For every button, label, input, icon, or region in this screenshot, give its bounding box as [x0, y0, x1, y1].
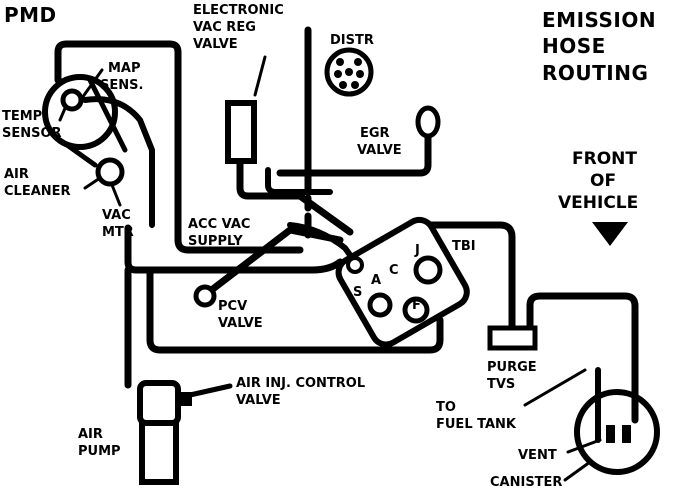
hose-purge-to-canister [526, 292, 639, 424]
egr-valve-icon [415, 105, 441, 139]
hose-air-cleaner-loop [124, 224, 174, 274]
label-vacmtr-1: VAC [102, 208, 131, 223]
label-port-f: F [412, 298, 421, 313]
label-temp-2: SENSOR [2, 126, 62, 141]
distributor-icon [324, 47, 374, 97]
air-cleaner-assembly [42, 74, 128, 187]
hose-sensor-to-vacmtr [82, 96, 155, 228]
label-aircleaner-1: AIR [4, 167, 29, 182]
label-egr-1: EGR [360, 126, 390, 141]
label-vacreg-3: VALVE [193, 37, 238, 52]
hose-egr [276, 126, 432, 177]
front-arrow-icon [592, 222, 628, 246]
label-port-c: C [389, 263, 399, 278]
hoses [54, 26, 639, 443]
canister-icon [574, 389, 660, 475]
label-fueltank-2: FUEL TANK [436, 417, 517, 432]
title-pmd: PMD [4, 3, 57, 27]
label-distr: DISTR [330, 33, 374, 48]
air-cleaner-icon [42, 74, 118, 150]
temp-sensor-icon [60, 88, 84, 112]
front-line2: OF [590, 171, 616, 191]
label-accvac-2: SUPPLY [188, 234, 243, 249]
hose-air-pump-loop [124, 258, 344, 389]
label-accvac-1: ACC VAC [188, 217, 250, 232]
tbi-port-j-icon [413, 255, 443, 285]
hose-vacreg-to-tbi [236, 156, 354, 236]
label-aircleaner-2: CLEANER [4, 184, 71, 199]
leader-lines [58, 55, 602, 482]
air-cleaner-snorkel [57, 77, 128, 168]
label-egr-2: VALVE [357, 143, 402, 158]
label-vacmtr-2: MTR [102, 225, 134, 240]
label-pcv-1: PCV [218, 299, 247, 314]
vac-mtr-icon [95, 157, 125, 187]
pcv-valve-icon [193, 284, 217, 308]
hose-map-line [54, 40, 304, 254]
label-pcv-2: VALVE [218, 316, 263, 331]
label-tbi: TBI [452, 239, 476, 254]
air-pump-icon [137, 380, 192, 485]
label-vent: VENT [518, 448, 557, 463]
label-map-2: SENS. [100, 78, 143, 93]
label-temp-1: TEMP [2, 109, 42, 124]
tbi-port-f-icon [402, 296, 430, 324]
hose-pcv [201, 226, 344, 299]
label-canister: CANISTER [490, 475, 562, 490]
hose-tbi-to-purge [416, 221, 516, 334]
front-line1: FRONT [572, 149, 637, 169]
hose-main-loop [146, 266, 444, 354]
label-fueltank-1: TO [436, 400, 456, 415]
label-purge-2: TVS [487, 377, 515, 392]
heading-routing: ROUTING [542, 61, 648, 85]
front-line3: VEHICLE [558, 193, 638, 213]
label-port-s: S [353, 285, 362, 300]
label-airpump-2: PUMP [78, 444, 121, 459]
purge-tvs-icon [487, 325, 538, 351]
tbi-icon [335, 216, 470, 348]
heading-emission: EMISSION [542, 8, 656, 32]
label-airinj-1: AIR INJ. CONTROL [236, 376, 365, 391]
label-vacreg-1: ELECTRONIC [193, 3, 284, 18]
label-airinj-2: VALVE [236, 393, 281, 408]
label-purge-1: PURGE [487, 360, 537, 375]
label-airpump-1: AIR [78, 427, 103, 442]
heading-hose: HOSE [542, 34, 606, 58]
vac-reg-valve-icon [225, 100, 257, 164]
tbi-port-s-icon [367, 292, 393, 318]
label-port-a: A [371, 273, 381, 288]
label-map-1: MAP [108, 61, 141, 76]
tbi-port-a-icon [346, 256, 364, 274]
label-port-j: J [414, 243, 420, 258]
hose-vacreg-upper [265, 167, 333, 195]
hose-airinj [187, 383, 233, 398]
label-vacreg-2: VAC REG [193, 20, 256, 35]
